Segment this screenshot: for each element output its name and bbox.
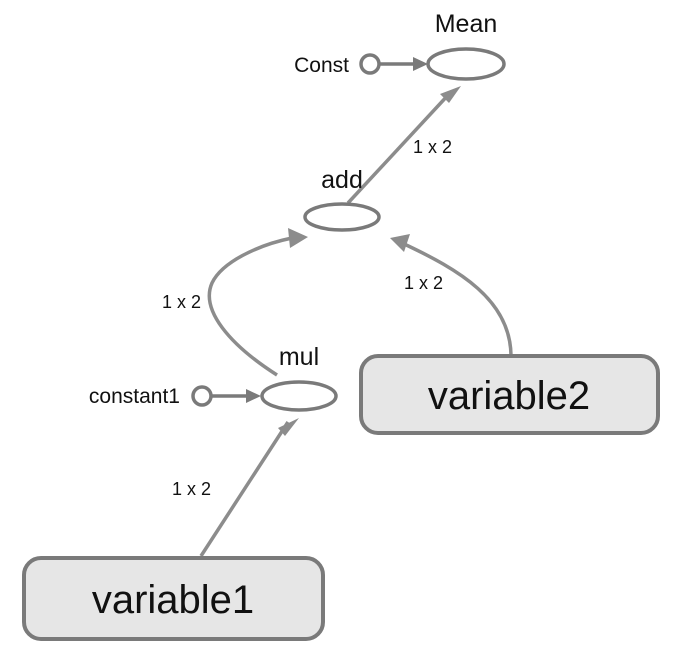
edges [199,57,513,557]
add-node-shape[interactable] [303,202,381,232]
mean-node-shape[interactable] [426,47,506,81]
edge-label-variable1-to-mul: 1 x 2 [172,479,211,499]
variable2-node-shape[interactable] [359,354,660,435]
arrowhead-add-to-mean [440,86,461,103]
add-node-label: add [321,166,363,194]
mean-node-label: Mean [435,10,498,38]
edge-label-variable2-to-add: 1 x 2 [404,273,443,293]
const-node-label: Const [294,54,349,77]
arrowhead-const-to-mean [413,57,428,71]
node-const[interactable]: Const [294,53,381,77]
node-add[interactable]: add [303,166,381,232]
edge-label-mul-to-add: 1 x 2 [162,292,201,312]
variable1-node-shape[interactable] [22,556,325,641]
node-constant1[interactable]: constant1 [89,385,213,408]
arrowhead-mul-to-add [288,228,308,248]
node-mean[interactable]: Mean [426,10,506,81]
arrowhead-constant1-to-mul [246,389,261,403]
arrowhead-variable2-to-add [390,234,410,252]
arrowhead-variable1-to-mul [278,418,299,436]
node-mul[interactable]: mul [260,343,338,412]
edge-variable2-to-add [401,241,513,356]
mul-node-shape[interactable] [260,380,338,412]
constant1-node-shape[interactable] [191,385,213,407]
mul-node-label: mul [279,343,319,371]
variable2-node-label: variable2 [428,374,590,418]
node-variable1[interactable]: variable1 [22,556,325,641]
edge-label-add-to-mean: 1 x 2 [413,137,452,157]
constant1-node-label: constant1 [89,385,180,408]
node-variable2[interactable]: variable2 [359,354,660,435]
edge-labels: 1 x 2 1 x 2 1 x 2 1 x 2 [162,137,452,499]
const-node-shape[interactable] [359,53,381,75]
edge-add-to-mean [346,91,452,205]
variable1-node-label: variable1 [92,578,254,622]
edge-variable1-to-mul [199,421,290,557]
edge-mul-to-add [207,236,293,377]
